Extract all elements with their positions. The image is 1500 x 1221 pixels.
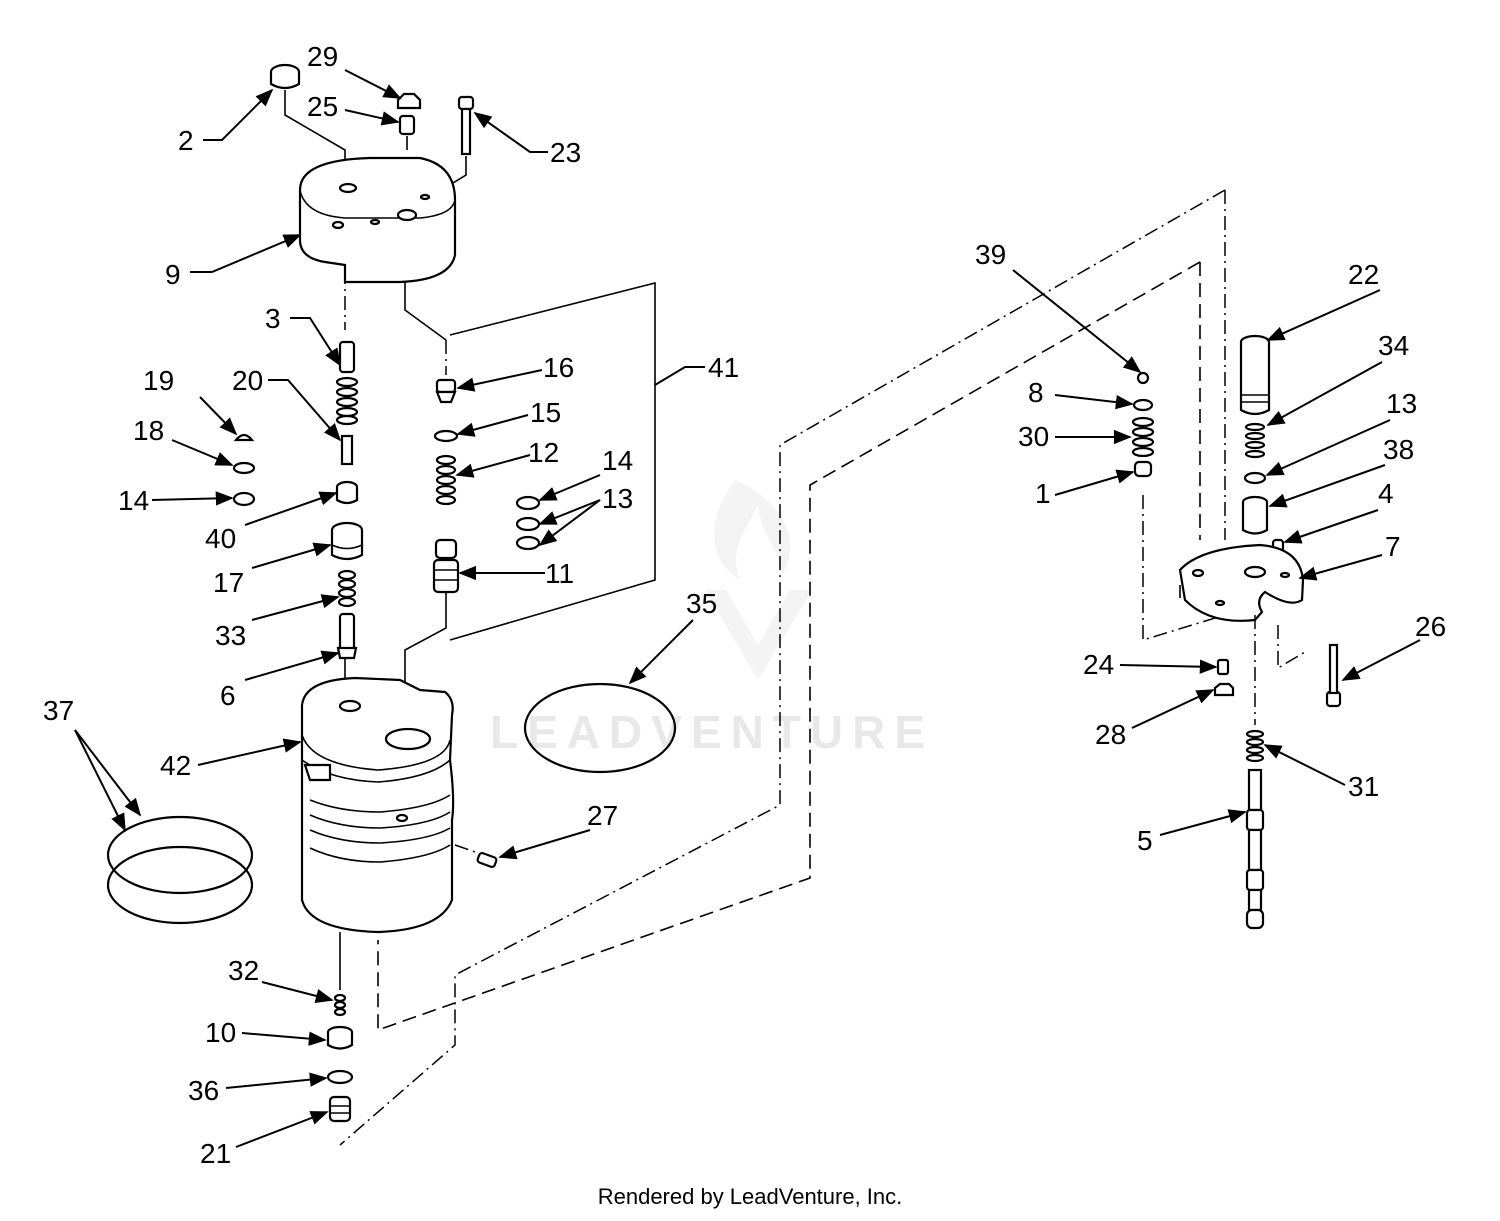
callout-1: 1 [1035,478,1051,509]
part-14-ring-mid [515,495,541,511]
callout-35: 35 [686,588,717,619]
callout-15: 15 [530,397,561,428]
part-38-guide [1241,495,1269,535]
part-3-stem [338,340,356,374]
callout-30: 30 [1018,421,1049,452]
part-33-spring [337,569,357,608]
callout-24: 24 [1083,649,1114,680]
part-13-ring-a [515,516,541,532]
part-25-plug [398,114,416,136]
part-35-oring [523,682,677,774]
callout-32: 32 [228,955,259,986]
callout-labels: 2 29 25 23 9 3 19 20 18 14 40 17 33 6 16… [43,41,1446,1169]
part-26-bolt [1325,643,1342,708]
watermark: LEADVENTURE [490,706,934,758]
part-3-spring [335,376,359,426]
part-11-valve [432,538,460,594]
callout-28: 28 [1095,719,1126,750]
callout-14-mid: 14 [602,445,633,476]
callout-37: 37 [43,695,74,726]
callout-42: 42 [160,750,191,781]
callout-18: 18 [133,415,164,446]
callout-26: 26 [1415,611,1446,642]
part-16-plug [435,378,457,404]
callout-39: 39 [975,239,1006,270]
callout-41: 41 [708,352,739,383]
part-12-spring [435,454,457,506]
part-29-nut [396,92,422,110]
callout-17: 17 [213,567,244,598]
right-assembly [1131,334,1342,930]
part-18-ring [232,461,256,475]
part-6-plunger [336,612,358,660]
callout-23: 23 [550,137,581,168]
callout-31: 31 [1348,771,1379,802]
part-13-ring-b [515,535,541,551]
callout-13: 13 [602,483,633,514]
watermark-logo [705,480,812,680]
part-1-seat [1133,460,1153,478]
part-19-ball [233,433,255,442]
callout-3: 3 [265,303,281,334]
part-27-setscrew [476,851,498,869]
part-34-spring [1244,422,1266,459]
part-5-spool [1245,768,1265,930]
callout-10: 10 [205,1017,236,1048]
callout-2: 2 [178,125,194,156]
callout-9: 9 [165,259,181,290]
callout-38: 38 [1383,434,1414,465]
callout-20: 20 [232,365,263,396]
callout-40: 40 [205,523,236,554]
part-15-oring [433,429,459,443]
assembly-outlines [339,189,1306,1146]
part-24-fitting [1216,658,1230,676]
left-assembly [106,63,677,1123]
part-13-ring-right [1243,471,1267,485]
part-28-nut [1213,682,1235,697]
callout-13-right: 13 [1386,388,1417,419]
part-32-spring [333,993,347,1017]
part-40-seat [335,480,359,505]
part-31-spring [1245,729,1265,763]
callout-7: 7 [1385,531,1401,562]
callout-21: 21 [200,1138,231,1169]
callout-36: 36 [188,1075,219,1106]
callout-16: 16 [543,352,574,383]
footer-credit: Rendered by LeadVenture, Inc. [597,1184,903,1209]
callout-34: 34 [1378,330,1409,361]
part-36-washer [326,1069,354,1085]
part-14-ring-left [232,491,256,507]
part-9-block [298,156,457,284]
part-39-ball [1136,371,1150,385]
part-42-housing [300,676,455,934]
part-22-cap [1239,334,1271,416]
part-37-rings [106,815,254,925]
part-30-spring [1131,416,1155,458]
callout-4: 4 [1378,478,1394,509]
part-21-plug [328,1095,352,1123]
part-20-pin [340,434,354,466]
callout-12: 12 [528,437,559,468]
part-17-collar [330,521,364,561]
callout-11: 11 [545,558,574,589]
part-7-plate [1178,543,1305,622]
callout-19: 19 [143,365,174,396]
callout-14: 14 [118,485,149,516]
callout-25: 25 [307,91,338,122]
callout-8: 8 [1028,377,1044,408]
callout-29: 29 [307,41,338,72]
part-10-seat [326,1025,354,1050]
callout-22: 22 [1348,259,1379,290]
callout-5: 5 [1137,825,1153,856]
leader-lines [74,69,1421,1148]
callout-33: 33 [215,620,246,651]
part-8-retainer [1132,398,1154,412]
callout-27: 27 [587,800,618,831]
callout-6: 6 [220,680,236,711]
